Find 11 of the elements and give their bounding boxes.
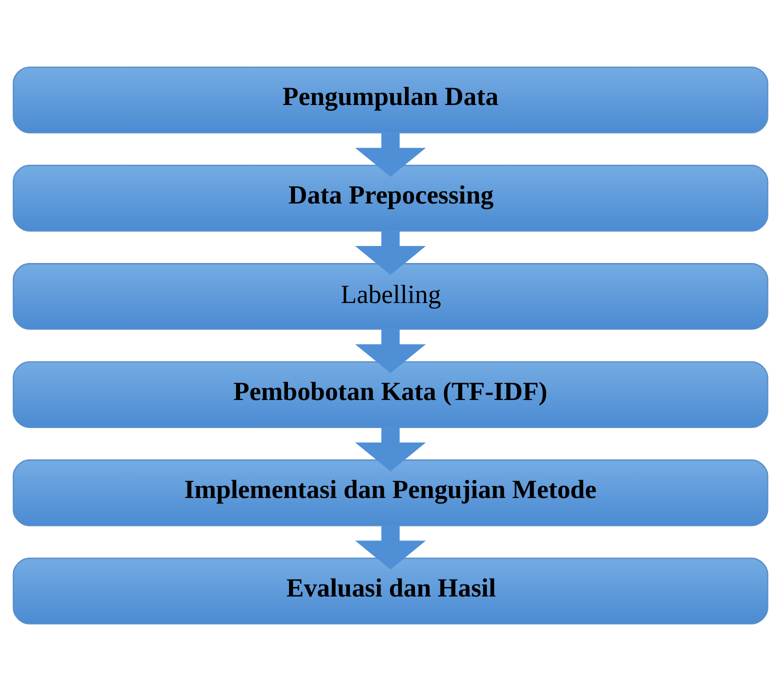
arrow [355,230,426,274]
node-box: Pengumpulan Data [12,66,768,133]
arrow [355,525,426,570]
node-box: Implementasi dan Pengujian Metode [12,458,768,526]
node-box: Evaluasi dan Hasil [12,557,768,624]
arrow [355,427,426,471]
node-box: Pembobotan Kata (TF-IDF) [12,360,768,428]
arrow [355,132,426,176]
node-box: Labelling [12,262,768,330]
arrow [355,329,426,373]
node-box: Data Prepocessing [12,164,768,232]
